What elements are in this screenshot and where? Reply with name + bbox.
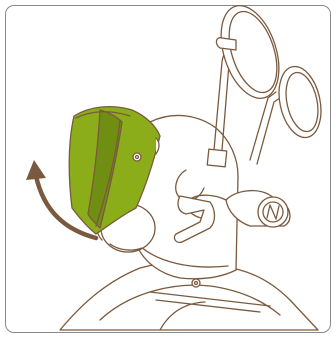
cover-snap-icon [133, 153, 141, 161]
right-mirror [273, 63, 327, 142]
lower-bolt-icon [192, 279, 200, 287]
left-mirror [210, 0, 289, 106]
